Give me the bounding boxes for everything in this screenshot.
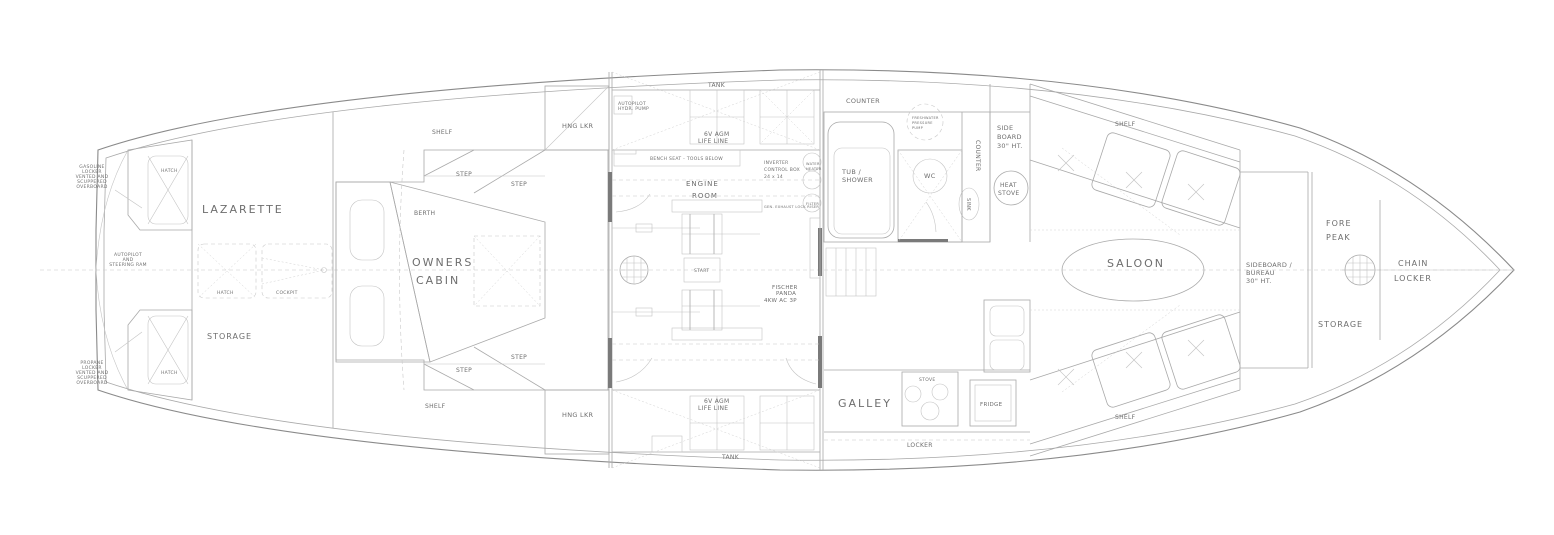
label-sideboard-aft-1: SIDE bbox=[997, 124, 1013, 132]
label-propane-3: VENTED AND bbox=[76, 370, 109, 376]
label-water-heater-1: WATER bbox=[806, 162, 820, 166]
label-bench-seat: BENCH SEAT - TOOLS BELOW bbox=[650, 156, 723, 162]
label-heat-stove-1: HEAT bbox=[1000, 182, 1017, 189]
label-propane-1: PROPANE bbox=[80, 360, 103, 366]
label-sideboard-fwd-1: SIDEBOARD / bbox=[1246, 261, 1293, 269]
label-saloon: SALOON bbox=[1107, 257, 1165, 270]
head-area bbox=[823, 84, 1031, 243]
label-lazarette: LAZARETTE bbox=[202, 203, 284, 216]
label-step-1: STEP bbox=[456, 171, 472, 178]
label-engine-room-1: ENGINE bbox=[686, 180, 719, 188]
label-tank-top: TANK bbox=[707, 82, 726, 89]
label-shelf-aft-bottom: SHELF bbox=[425, 403, 446, 410]
label-propane-4: SCUPPERED bbox=[77, 375, 107, 381]
label-fore-peak-1: FORE bbox=[1326, 219, 1352, 228]
label-engine-room-2: ROOM bbox=[692, 192, 718, 200]
label-step-4: STEP bbox=[456, 367, 472, 374]
label-hng-lkr-top: HNG LKR bbox=[562, 122, 594, 130]
label-propane-5: OVERBOARD bbox=[76, 380, 108, 386]
label-pressure-pump-1: FRESHWATER bbox=[912, 116, 939, 120]
label-autopilot-3: STEERING RAM bbox=[109, 262, 147, 268]
label-sideboard-fwd-2: BUREAU bbox=[1246, 269, 1275, 277]
label-tub-shower-1: TUB / bbox=[841, 168, 861, 176]
label-tank-bottom: TANK bbox=[721, 454, 740, 461]
label-storage-fwd: STORAGE bbox=[1318, 320, 1363, 329]
label-autopilot-pump-1: AUTOPILOT bbox=[618, 101, 646, 107]
label-chain-locker-2: LOCKER bbox=[1394, 274, 1432, 283]
label-sink-v: SINK bbox=[965, 198, 971, 211]
label-gasoline-2: LOCKER bbox=[82, 169, 102, 175]
label-cockpit: COCKPIT bbox=[276, 290, 298, 296]
label-propane-2: LOCKER bbox=[82, 365, 102, 371]
label-inverter-2: CONTROL BOX bbox=[764, 167, 800, 173]
owners-cabin-area bbox=[335, 149, 609, 391]
engine-room-area bbox=[608, 70, 824, 470]
hull-outline bbox=[40, 69, 1515, 471]
label-shelf-saloon-bottom: SHELF bbox=[1115, 414, 1136, 421]
label-water-heater-2: HEATER bbox=[806, 167, 822, 171]
label-battery-top-2: LIFE LINE bbox=[698, 138, 728, 145]
label-counter-top: COUNTER bbox=[846, 97, 880, 105]
label-shelf-saloon-top: SHELF bbox=[1115, 121, 1136, 128]
label-shelf-aft-top: SHELF bbox=[432, 129, 453, 136]
companionway bbox=[825, 247, 877, 297]
label-gasoline-3: VENTED AND bbox=[76, 174, 109, 180]
label-gasoline-4: SCUPPERED bbox=[77, 179, 107, 185]
label-storage-aft: STORAGE bbox=[207, 332, 252, 341]
label-gen-exhaust: GEN. EXHAUST LOCK RISER bbox=[764, 205, 819, 209]
label-sideboard-aft-2: BOARD bbox=[997, 133, 1022, 141]
label-locker-galley: LOCKER bbox=[907, 442, 933, 449]
label-heat-stove-2: STOVE bbox=[998, 190, 1020, 197]
label-step-2: STEP bbox=[511, 181, 527, 188]
label-autopilot-pump-2: HYDR. PUMP bbox=[618, 106, 649, 112]
label-owners-cabin-2: CABIN bbox=[416, 274, 460, 287]
label-wc: WC bbox=[924, 172, 936, 180]
label-battery-top-1: 6V AGM bbox=[704, 131, 729, 138]
label-berth: BERTH bbox=[414, 210, 435, 217]
label-sideboard-fwd-3: 30" HT. bbox=[1246, 277, 1272, 285]
label-chain-locker-1: CHAIN bbox=[1398, 259, 1428, 268]
label-pressure-pump-2: PRESSURE bbox=[912, 121, 933, 125]
galley-area bbox=[824, 299, 1031, 441]
label-hng-lkr-bottom: HNG LKR bbox=[562, 411, 594, 419]
label-counter-side: COUNTER bbox=[974, 140, 981, 172]
label-inverter-1: INVERTER bbox=[764, 160, 789, 166]
label-fischer-1: FISCHER bbox=[772, 285, 798, 291]
twin-engines bbox=[612, 199, 763, 341]
saloon-area bbox=[1029, 83, 1241, 457]
label-fischer-2: PANDA bbox=[776, 291, 796, 297]
label-hatch-center: HATCH bbox=[217, 290, 234, 296]
label-tub-shower-2: SHOWER bbox=[842, 176, 873, 184]
label-step-3: STEP bbox=[511, 354, 527, 361]
label-autopilot-2: AND bbox=[123, 257, 134, 263]
label-start: START bbox=[694, 268, 709, 274]
aft-section bbox=[114, 112, 334, 428]
label-autopilot-1: AUTOPILOT bbox=[114, 252, 142, 258]
label-fore-peak-2: PEAK bbox=[1326, 233, 1351, 242]
label-sideboard-aft-3: 30" HT. bbox=[997, 142, 1023, 150]
label-fridge: FRIDGE bbox=[980, 402, 1003, 408]
label-stove: STOVE bbox=[919, 377, 936, 383]
label-gasoline-1: GASOLINE bbox=[79, 164, 104, 170]
label-gasoline-5: OVERBOARD bbox=[76, 184, 108, 190]
label-battery-bottom-2: LIFE LINE bbox=[698, 405, 728, 412]
label-galley: GALLEY bbox=[838, 397, 892, 410]
label-owners-cabin-1: OWNERS bbox=[412, 256, 473, 269]
saloon-lights bbox=[1057, 154, 1205, 386]
forward-section bbox=[1240, 171, 1381, 369]
label-fischer-3: 4KW AC 3P bbox=[764, 298, 797, 304]
label-pressure-pump-3: PUMP bbox=[912, 126, 923, 130]
label-inverter-3: 24 x 14 bbox=[764, 174, 783, 180]
label-filter: FILTER bbox=[806, 202, 819, 206]
label-hatch-top: HATCH bbox=[161, 168, 178, 174]
label-battery-bottom-1: 6V AGM bbox=[704, 398, 729, 405]
label-hatch-bottom: HATCH bbox=[161, 370, 178, 376]
